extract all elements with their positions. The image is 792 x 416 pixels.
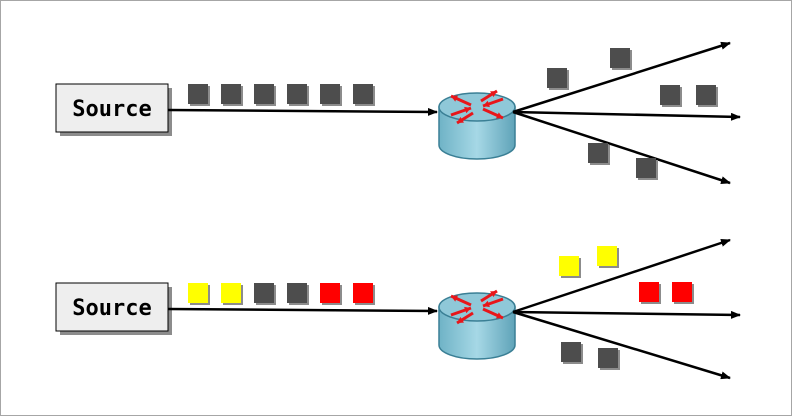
output-down-right-packet bbox=[636, 158, 656, 178]
router-icon bbox=[438, 289, 516, 360]
unicast-row: Source bbox=[55, 41, 741, 185]
output-right-packet bbox=[696, 85, 716, 105]
input-packet bbox=[221, 84, 241, 104]
input-packet bbox=[353, 84, 373, 104]
output-link-arrow-up-right bbox=[512, 41, 731, 114]
source-box: Source bbox=[55, 282, 172, 335]
source-label: Source bbox=[72, 296, 151, 321]
output-down-right-packet bbox=[598, 348, 618, 368]
output-up-right-packet bbox=[547, 68, 567, 88]
input-packet bbox=[188, 84, 208, 104]
router-body bbox=[438, 106, 516, 160]
input-packet bbox=[353, 283, 373, 303]
output-right-packet bbox=[660, 85, 680, 105]
input-packet bbox=[287, 84, 307, 104]
output-down-right-packet bbox=[561, 342, 581, 362]
output-right-packet bbox=[672, 282, 692, 302]
output-up-right-packet bbox=[610, 48, 630, 68]
router-top bbox=[438, 292, 516, 322]
router-icon bbox=[438, 89, 516, 160]
input-packet bbox=[320, 84, 340, 104]
input-link-arrow bbox=[167, 107, 438, 116]
router-arrows-icon bbox=[450, 89, 504, 125]
input-packet bbox=[188, 283, 208, 303]
source-box: Source bbox=[55, 83, 172, 136]
input-link-arrow bbox=[167, 306, 438, 315]
source-box-face bbox=[55, 282, 169, 332]
multicast-row: Source bbox=[55, 238, 741, 380]
input-packet bbox=[287, 283, 307, 303]
source-box-face bbox=[55, 83, 169, 133]
router-arrows-icon bbox=[450, 289, 504, 325]
output-up-right-packet bbox=[597, 246, 617, 266]
output-link-arrow-down-right bbox=[512, 110, 731, 185]
output-up-right-packet bbox=[559, 256, 579, 276]
input-packet bbox=[254, 283, 274, 303]
output-down-right-packet bbox=[588, 143, 608, 163]
router-body bbox=[438, 306, 516, 360]
source-label: Source bbox=[72, 97, 151, 122]
output-link-arrow-up-right bbox=[512, 238, 731, 314]
router-top bbox=[438, 92, 516, 122]
output-right-packet bbox=[639, 282, 659, 302]
input-packet bbox=[254, 84, 274, 104]
output-link-arrow-right bbox=[512, 110, 741, 121]
output-link-arrow-right bbox=[512, 310, 741, 319]
output-link-arrow-down-right bbox=[512, 310, 731, 380]
input-packet bbox=[320, 283, 340, 303]
input-packet bbox=[221, 283, 241, 303]
